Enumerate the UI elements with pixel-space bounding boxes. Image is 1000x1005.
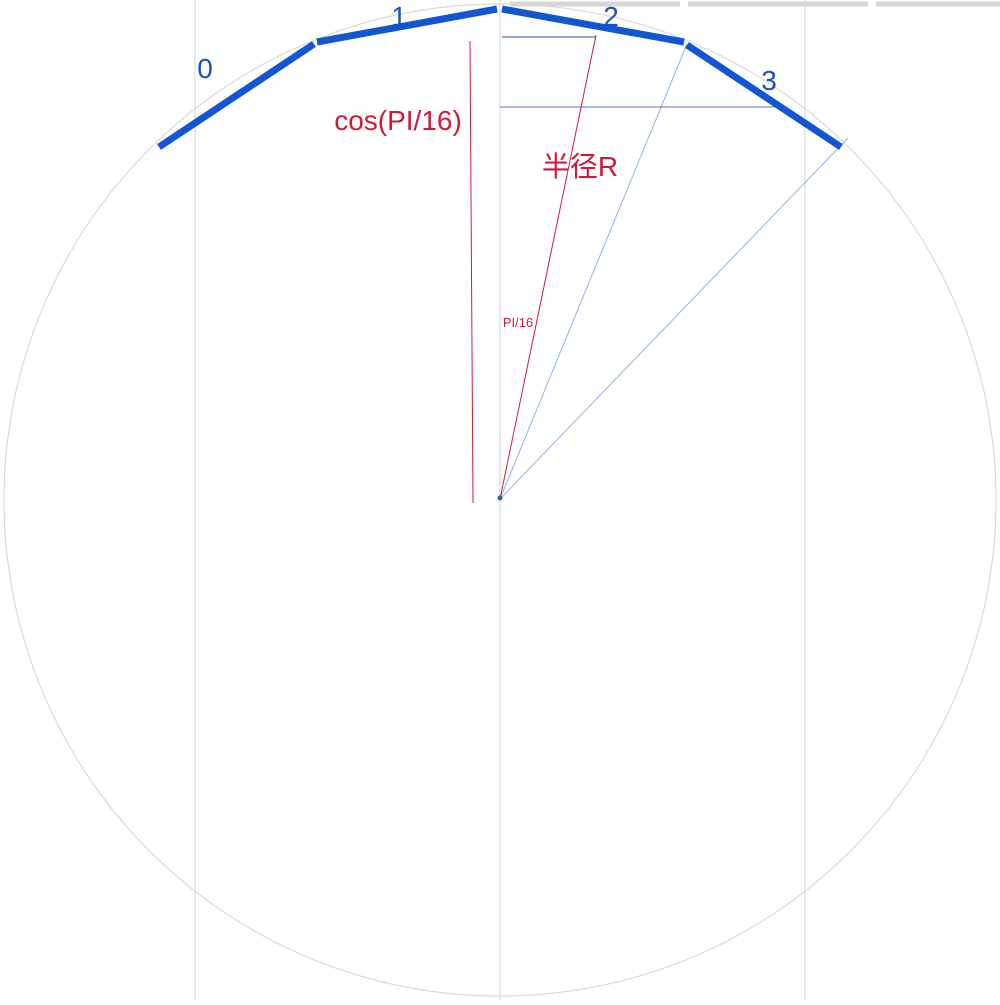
segment-label-1: 1 (391, 1, 407, 32)
guide-lines (194, 0, 1000, 1000)
ray-to-vertex-3 (499, 137, 849, 500)
polygon-edge-0 (157, 41, 316, 150)
polygon-edge-2 (501, 5, 685, 46)
segment-labels: 0 1 2 3 (197, 1, 777, 96)
segment-label-0: 0 (197, 53, 213, 84)
polygon-edge-3 (685, 42, 843, 150)
radius-line (499, 34, 597, 500)
segment-label-2: 2 (603, 1, 619, 32)
radius-label: 半径R (542, 151, 618, 182)
angle-label: PI/16 (503, 315, 533, 330)
cos-label: cos(PI/16) (334, 105, 462, 136)
polygon-edges (157, 5, 843, 150)
center-point (497, 495, 503, 501)
reference-circle (3, 3, 997, 997)
segment-label-3: 3 (761, 65, 777, 96)
ray-to-vertex-2 (499, 43, 688, 500)
cos-height-line (469, 40, 474, 504)
polygon-edge-1 (316, 5, 498, 46)
radius-rays (499, 43, 849, 500)
